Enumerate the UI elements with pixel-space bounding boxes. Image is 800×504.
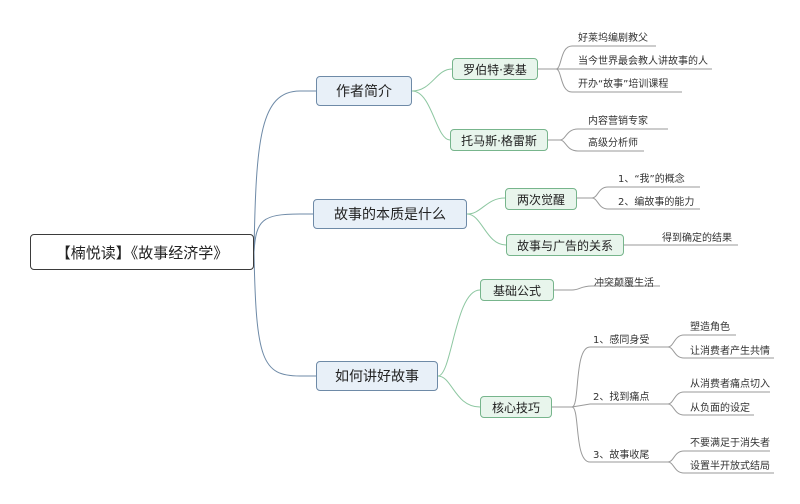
subtopic-basic-formula[interactable]: 基础公式	[480, 279, 554, 301]
leaf-certain-result[interactable]: 得到确定的结果	[662, 233, 732, 244]
connector-root-essence	[253, 213, 313, 253]
node-story-ending[interactable]: 3、故事收尾	[593, 450, 650, 461]
node-find-pain-point[interactable]: 2、找到痛点	[593, 392, 650, 403]
connector-painpoint-leaves	[652, 391, 770, 416]
topic-author-intro[interactable]: 作者简介	[316, 76, 412, 106]
leaf-hollywood-mentor[interactable]: 好莱坞编剧教父	[578, 33, 648, 44]
connector-awakening-leaves	[577, 186, 700, 210]
connector-author-mckee	[411, 68, 453, 92]
leaf-not-satisfied[interactable]: 不要满足于消失者	[690, 438, 770, 449]
leaf-conflict-disrupts[interactable]: 冲突颠覆生活	[594, 278, 654, 289]
leaf-content-marketing[interactable]: 内容营销专家	[588, 116, 648, 127]
node-empathy[interactable]: 1、感同身受	[593, 335, 650, 346]
leaf-consumer-empathy[interactable]: 让消费者产生共情	[690, 346, 770, 357]
connector-essence-awakening	[466, 197, 506, 215]
connector-howto-formula	[437, 289, 481, 377]
connector-author-grace	[411, 90, 451, 141]
subtopic-thomas-grace[interactable]: 托马斯·格雷斯	[450, 129, 548, 151]
leaf-negative-setting[interactable]: 从负面的设定	[690, 403, 750, 414]
subtopic-story-ads[interactable]: 故事与广告的关系	[506, 234, 624, 256]
connector-root-author	[253, 90, 316, 253]
leaf-open-ending[interactable]: 设置半开放式结局	[690, 461, 770, 472]
connector-mckee-leaves	[538, 45, 712, 93]
leaf-concept-of-self[interactable]: 1、“我”的概念	[618, 174, 685, 185]
topic-story-essence[interactable]: 故事的本质是什么	[313, 199, 467, 229]
leaf-senior-analyst[interactable]: 高级分析师	[588, 138, 638, 149]
connector-grace-leaves	[548, 128, 668, 152]
connector-essence-ads	[466, 213, 507, 246]
connector-formula-leaves	[554, 285, 660, 291]
leaf-shape-character[interactable]: 塑造角色	[690, 322, 730, 333]
subtopic-two-awakenings[interactable]: 两次觉醒	[505, 188, 577, 210]
connector-empathy-leaves	[652, 334, 774, 359]
subtopic-core-skills[interactable]: 核心技巧	[480, 396, 552, 418]
topic-how-to-tell[interactable]: 如何讲好故事	[316, 361, 438, 391]
connector-howto-core	[437, 375, 481, 408]
connector-root-howto	[253, 251, 316, 377]
root-topic[interactable]: 【楠悦读】《故事经济学》	[30, 234, 254, 270]
leaf-story-course[interactable]: 开办“故事”培训课程	[578, 79, 669, 90]
connector-core-sub	[552, 346, 652, 463]
leaf-pain-point-entry[interactable]: 从消费者痛点切入	[690, 379, 770, 390]
leaf-best-teacher[interactable]: 当今世界最会教人讲故事的人	[578, 56, 708, 67]
connector-ending-leaves	[652, 450, 774, 474]
leaf-storytelling-ability[interactable]: 2、编故事的能力	[618, 197, 695, 208]
subtopic-robert-mckee[interactable]: 罗伯特·麦基	[452, 58, 538, 80]
